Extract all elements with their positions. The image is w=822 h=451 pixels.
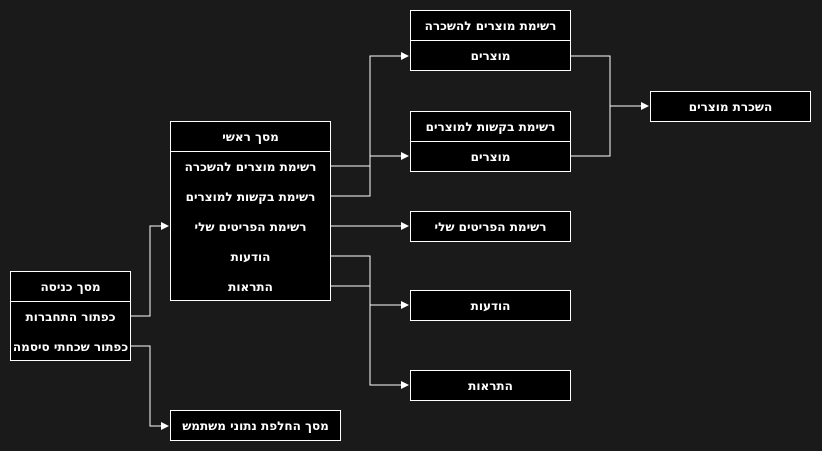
rental-list-products-item[interactable]: מוצרים [470, 49, 511, 63]
rental-list-title: רשימת מוצרים להשכרה [411, 11, 570, 41]
forgot-password-item[interactable]: כפתור שכחתי סיסמה [12, 340, 129, 354]
connector-forgot-to-change-details [130, 345, 169, 430]
notifications-box[interactable]: התראות [410, 370, 571, 401]
requests-list-box[interactable]: רשימת בקשות למוצרים מוצרים [410, 111, 571, 172]
login-screen-title: מסך כניסה [11, 272, 130, 302]
main-item-requests-list[interactable]: רשימת בקשות למוצרים [185, 190, 316, 204]
main-item-my-items[interactable]: רשימת הפריטים שלי [194, 220, 307, 234]
main-item-notifications[interactable]: התראות [228, 280, 273, 294]
my-items-box[interactable]: רשימת הפריטים שלי [410, 211, 571, 242]
connector-main-to-messages [330, 255, 409, 309]
main-item-messages[interactable]: הודעות [230, 250, 271, 264]
messages-box[interactable]: הודעות [410, 290, 571, 321]
login-screen-box[interactable]: מסך כניסה כפתור התחברות כפתור שכחתי סיסמ… [10, 271, 131, 361]
login-button-item[interactable]: כפתור התחברות [25, 310, 116, 324]
requests-list-products-item[interactable]: מוצרים [470, 150, 511, 164]
connector-request-products-to-rental [570, 106, 611, 157]
connector-login-to-main [130, 222, 169, 317]
rental-list-box[interactable]: רשימת מוצרים להשכרה מוצרים [410, 10, 571, 71]
main-screen-box[interactable]: מסך ראשי רשימת מוצרים להשכרה רשימת בקשות… [170, 121, 331, 301]
change-user-details-box[interactable]: מסך החלפת נתוני משתמש [170, 410, 341, 441]
connector-main-to-rental-list [330, 52, 409, 167]
main-screen-title: מסך ראשי [171, 122, 330, 152]
main-item-rental-list[interactable]: רשימת מוצרים להשכרה [184, 160, 317, 174]
requests-list-title: רשימת בקשות למוצרים [411, 112, 570, 142]
product-rental-box[interactable]: השכרת מוצרים [650, 91, 811, 122]
connector-main-to-requests-list [330, 152, 409, 197]
connector-rental-products-to-rental [570, 55, 649, 110]
connector-main-to-notifications [330, 285, 409, 389]
